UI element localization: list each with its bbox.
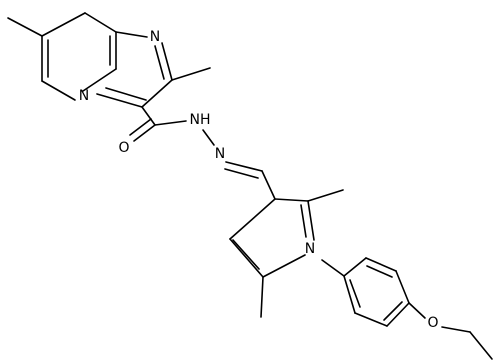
bond (300, 204, 307, 238)
bond (7, 17, 43, 37)
bond (343, 257, 367, 277)
bond (154, 120, 187, 126)
atom-label-n: N (79, 88, 89, 104)
bond (225, 161, 263, 172)
bond (349, 279, 361, 308)
atom-label-o: O (427, 315, 438, 331)
bond (321, 259, 345, 277)
atom-label-n: N (215, 146, 225, 162)
bond (354, 312, 388, 327)
bond (307, 200, 315, 241)
bond (133, 124, 156, 142)
bond (261, 170, 276, 200)
bond (229, 238, 264, 278)
bond (154, 45, 165, 80)
bond (202, 129, 215, 146)
bond (395, 270, 410, 304)
bond (229, 198, 276, 240)
bond (307, 189, 344, 202)
bond (232, 239, 260, 270)
bond (171, 67, 211, 81)
bond (41, 12, 86, 37)
bond (141, 79, 173, 108)
bond (441, 326, 471, 333)
bond (224, 168, 259, 179)
bond (262, 254, 306, 278)
bond (129, 118, 152, 136)
bond (408, 302, 426, 319)
bond (84, 12, 117, 33)
bond (105, 87, 147, 101)
bond (343, 275, 356, 314)
atom-label-layer: N N O NH N N O (79, 29, 439, 331)
bond (366, 265, 393, 278)
bond (386, 302, 410, 327)
bond (274, 198, 309, 202)
atom-label-n: N (305, 241, 315, 257)
bond (141, 106, 156, 126)
bond (82, 68, 117, 92)
bond-layer (7, 12, 493, 360)
bond (365, 257, 397, 272)
bond (115, 31, 148, 38)
atom-label-n: N (150, 29, 160, 45)
bond (383, 301, 403, 321)
bond (161, 42, 173, 81)
bond (469, 331, 493, 360)
bond (96, 93, 143, 108)
atom-label-o: O (118, 140, 129, 156)
bond (260, 276, 264, 318)
atom-label-nh: NH (190, 112, 211, 128)
bond (41, 80, 76, 101)
